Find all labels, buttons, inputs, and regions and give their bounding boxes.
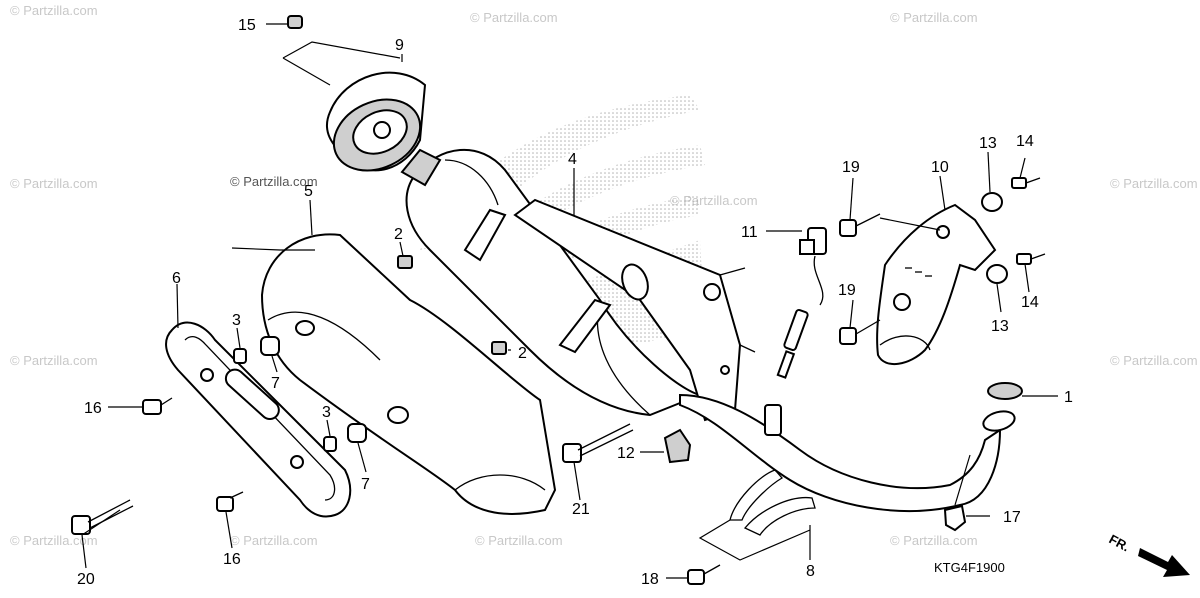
callout-4: 4 bbox=[568, 151, 577, 168]
callout-13: 13 bbox=[991, 318, 1009, 335]
callout-21: 21 bbox=[572, 501, 590, 518]
callout-12: 12 bbox=[617, 445, 635, 462]
callout-3: 3 bbox=[232, 312, 241, 329]
callout-20: 20 bbox=[77, 571, 95, 588]
callout-18: 18 bbox=[641, 571, 659, 588]
callout-17: 17 bbox=[1003, 509, 1021, 526]
callouts: 1 2 2 3 3 4 5 6 7 7 8 9 10 11 12 13 13 1… bbox=[77, 17, 1073, 588]
callout-11: 11 bbox=[741, 224, 758, 241]
callout-14: 14 bbox=[1021, 294, 1039, 311]
callout-16: 16 bbox=[84, 400, 102, 417]
hardware bbox=[71, 15, 1046, 585]
watermark: © Partzilla.com bbox=[470, 10, 558, 25]
leader-lines bbox=[81, 23, 1058, 579]
watermark: © Partzilla.com bbox=[230, 174, 318, 189]
watermark: © Partzilla.com bbox=[890, 533, 978, 548]
callout-6: 6 bbox=[172, 270, 181, 287]
callout-5: 5 bbox=[304, 183, 313, 200]
callout-14: 14 bbox=[1016, 133, 1034, 150]
watermark: © Partzilla.com bbox=[1110, 353, 1198, 368]
pipe-protector bbox=[876, 203, 997, 365]
callout-3: 3 bbox=[322, 404, 331, 421]
exhaust-pipe bbox=[679, 393, 1016, 512]
muffler-body bbox=[400, 148, 756, 422]
front-direction-label: FR. bbox=[1107, 531, 1133, 554]
watermark-layer: © Partzilla.com © Partzilla.com © Partzi… bbox=[10, 3, 1198, 548]
watermark: © Partzilla.com bbox=[10, 3, 98, 18]
callout-2: 2 bbox=[518, 345, 527, 362]
watermark: © Partzilla.com bbox=[1110, 176, 1198, 191]
callout-16: 16 bbox=[223, 551, 241, 568]
end-cap bbox=[325, 71, 427, 172]
watermark: © Partzilla.com bbox=[230, 533, 318, 548]
watermark: © Partzilla.com bbox=[475, 533, 563, 548]
callout-19: 19 bbox=[838, 282, 856, 299]
callout-8: 8 bbox=[806, 563, 815, 580]
heat-shield bbox=[260, 233, 557, 515]
watermark: © Partzilla.com bbox=[890, 10, 978, 25]
callout-7: 7 bbox=[361, 476, 370, 493]
watermark: © Partzilla.com bbox=[10, 176, 98, 191]
drawing-code: KTG4F1900 bbox=[934, 560, 1005, 575]
callout-1: 1 bbox=[1064, 389, 1073, 406]
watermark: © Partzilla.com bbox=[10, 533, 98, 548]
callout-2: 2 bbox=[394, 226, 403, 243]
watermark: © Partzilla.com bbox=[10, 353, 98, 368]
callout-15: 15 bbox=[238, 17, 256, 34]
callout-13: 13 bbox=[979, 135, 997, 152]
clamp-band bbox=[729, 469, 816, 536]
callout-7: 7 bbox=[271, 375, 280, 392]
oxygen-sensor bbox=[776, 227, 827, 379]
callout-9: 9 bbox=[395, 37, 404, 54]
front-direction-arrow: FR. bbox=[1107, 531, 1190, 577]
side-protector bbox=[165, 321, 352, 518]
callout-10: 10 bbox=[931, 159, 949, 176]
callout-19: 19 bbox=[842, 159, 860, 176]
